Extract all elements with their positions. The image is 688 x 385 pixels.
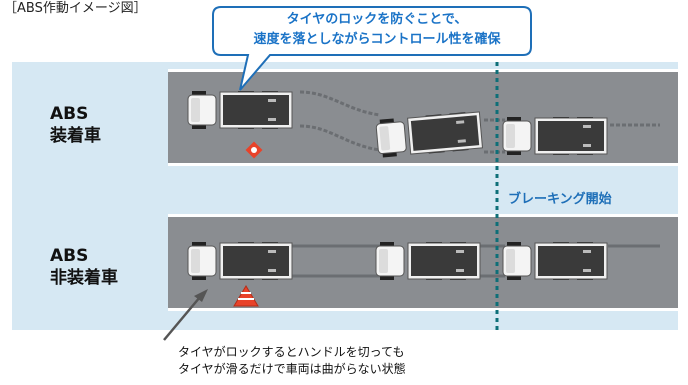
row-label-line2: 装着車 bbox=[50, 126, 101, 146]
row-label-no-abs: ABS 非装着車 bbox=[50, 245, 118, 289]
row-label-line1: ABS bbox=[50, 246, 89, 266]
row-label-abs: ABS 装着車 bbox=[50, 103, 101, 147]
note-line1: タイヤがロックするとハンドルを切っても bbox=[178, 345, 405, 359]
page-title: ［ABS作動イメージ図］ bbox=[4, 1, 147, 16]
pointer-arrow-icon bbox=[163, 289, 208, 341]
note-line2: タイヤが滑るだけで車両は曲がらない状態 bbox=[178, 362, 406, 376]
row-label-line2: 非装着車 bbox=[50, 268, 118, 288]
hazard-sign-icon bbox=[245, 141, 263, 159]
truck-icon bbox=[375, 110, 484, 159]
callout-line1: タイヤのロックを防ぐことで、 bbox=[286, 12, 468, 27]
truck-icon bbox=[187, 90, 293, 130]
truck-icon bbox=[375, 241, 481, 281]
callout-bubble bbox=[212, 6, 532, 91]
truck-icon bbox=[502, 241, 608, 281]
callout-text: タイヤのロックを防ぐことで、 速度を落としながらコントロール性を確保 bbox=[232, 10, 522, 50]
traffic-cone-icon bbox=[233, 285, 259, 307]
callout-line2: 速度を落としながらコントロール性を確保 bbox=[253, 32, 501, 47]
truck-icon bbox=[502, 116, 608, 156]
truck-icon bbox=[187, 241, 293, 281]
row-label-line1: ABS bbox=[50, 104, 89, 124]
braking-start-label: ブレーキング開始 bbox=[508, 192, 612, 207]
caption-note: タイヤがロックするとハンドルを切っても タイヤが滑るだけで車両は曲がらない状態 bbox=[178, 344, 406, 378]
